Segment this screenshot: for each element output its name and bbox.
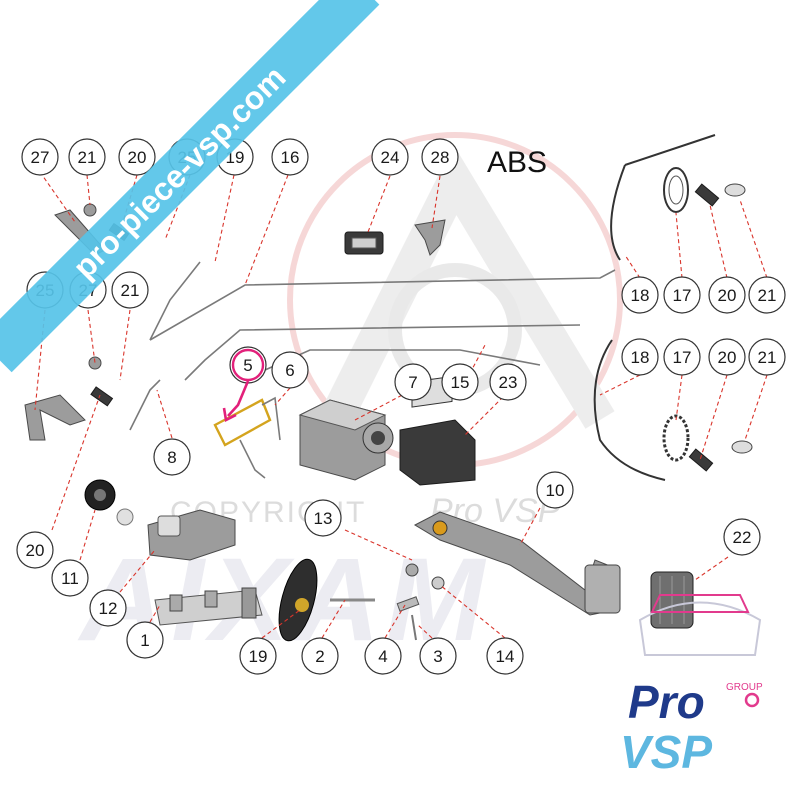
callout-22: 22 (723, 518, 761, 556)
callout-number: 16 (281, 148, 300, 167)
speed-sensor-upper (694, 183, 720, 207)
callout-number: 20 (718, 286, 737, 305)
callout-number: 21 (758, 286, 777, 305)
abs-module-24 (344, 231, 384, 255)
logo-group-text: GROUP (726, 682, 763, 693)
provsp-logo: GROUP Pro VSP (620, 676, 763, 778)
callout-number: 27 (31, 148, 50, 167)
nut-14 (431, 576, 445, 590)
callout-24: 24 (371, 138, 409, 176)
callout-number: 3 (433, 647, 442, 666)
callout-number: 21 (78, 148, 97, 167)
callout-20: 20 (16, 531, 54, 569)
callout-17: 17 (663, 276, 701, 314)
callout-number: 13 (314, 509, 333, 528)
car-outline-logo (638, 594, 762, 656)
stop-switch-13 (405, 563, 419, 577)
abs-bracket-23 (399, 375, 476, 486)
callout-number: 23 (499, 373, 518, 392)
callout-number: 6 (285, 361, 294, 380)
callout-20: 20 (708, 338, 746, 376)
callout-21: 21 (748, 338, 786, 376)
callout-number: 20 (718, 348, 737, 367)
callout-21: 21 (68, 138, 106, 176)
pin-3 (411, 614, 417, 641)
callout-7: 7 (394, 363, 432, 401)
callout-number: 1 (140, 631, 149, 650)
clip-lower (731, 440, 753, 454)
callout-19: 19 (239, 637, 277, 675)
callout-number: 12 (99, 599, 118, 618)
callout-8: 8 (153, 438, 191, 476)
reservoir-cap-11 (84, 479, 134, 526)
callout-27: 27 (21, 138, 59, 176)
callout-20: 20 (708, 276, 746, 314)
master-cylinder (154, 587, 263, 626)
callout-28: 28 (421, 138, 459, 176)
callout-number: 18 (631, 286, 650, 305)
callout-11: 11 (51, 559, 89, 597)
callout-number: 21 (758, 348, 777, 367)
callout-number: 17 (673, 348, 692, 367)
callout-18: 18 (621, 276, 659, 314)
callout-number: 28 (431, 148, 450, 167)
callout-5: 5 (229, 346, 267, 384)
callout-number: 11 (61, 569, 79, 588)
callout-number: 20 (26, 541, 45, 560)
callout-number: 19 (249, 647, 268, 666)
callout-number: 4 (378, 647, 387, 666)
callout-1: 1 (126, 621, 164, 659)
clip-upper (724, 183, 746, 197)
callout-number: 18 (631, 348, 650, 367)
logo-line2: VSP (620, 726, 712, 778)
callout-number: 8 (167, 448, 176, 467)
pedal-pad-22 (650, 571, 694, 629)
speed-sensor-lower (688, 448, 714, 472)
leader-lines (34, 171, 768, 639)
callout-4: 4 (364, 637, 402, 675)
bracket-lower-left (24, 356, 114, 441)
callout-number: 7 (408, 373, 417, 392)
callout-23: 23 (489, 363, 527, 401)
callout-number: 5 (243, 356, 252, 375)
brake-pipe-set-5 (213, 396, 281, 479)
callout-12: 12 (89, 589, 127, 627)
brake-pedal (413, 511, 621, 616)
callout-6: 6 (271, 351, 309, 389)
callout-3: 3 (419, 637, 457, 675)
callout-14: 14 (486, 637, 524, 675)
callout-17: 17 (663, 338, 701, 376)
clevis-4 (396, 596, 420, 612)
callout-15: 15 (441, 363, 479, 401)
callout-number: 15 (451, 373, 470, 392)
callout-21: 21 (748, 276, 786, 314)
tone-ring-upper (663, 167, 689, 213)
abs-section-label: ABS (487, 146, 547, 179)
callout-16: 16 (271, 138, 309, 176)
callout-number: 14 (496, 647, 515, 666)
callout-number: 24 (381, 148, 400, 167)
callout-number: 22 (733, 528, 752, 547)
callout-number: 17 (673, 286, 692, 305)
callout-10: 10 (536, 471, 574, 509)
callout-18: 18 (621, 338, 659, 376)
callout-number: 20 (128, 148, 147, 167)
banner-url: pro-piece-vsp.com (66, 59, 293, 286)
callout-13: 13 (304, 499, 342, 537)
brake-fluid-reservoir (147, 509, 236, 561)
brake-servo (278, 558, 318, 642)
highlight-part-5 (222, 348, 265, 422)
tone-ring-lower (662, 414, 690, 462)
logo-line1: Pro (628, 676, 705, 728)
callout-number: 10 (546, 481, 565, 500)
abs-hydraulic-unit (298, 399, 394, 481)
sensor-28 (414, 219, 446, 256)
callout-2: 2 (301, 637, 339, 675)
callout-20: 20 (118, 138, 156, 176)
callout-number: 2 (315, 647, 324, 666)
callout-number: 21 (121, 281, 140, 300)
callout-21: 21 (111, 271, 149, 309)
